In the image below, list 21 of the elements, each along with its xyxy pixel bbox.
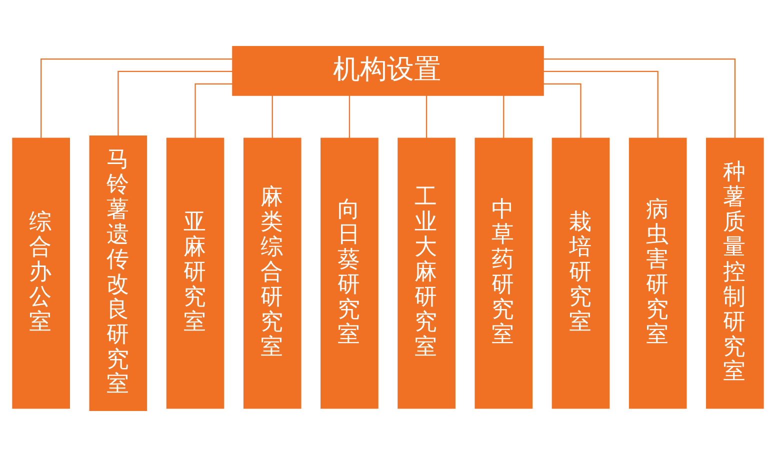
connector: [348, 94, 350, 138]
node-box: 向日葵研究室: [320, 137, 378, 408]
connector: [426, 94, 428, 138]
connector: [40, 58, 232, 138]
connector: [503, 94, 504, 138]
node-box: 马铃薯遗传改良研究室: [89, 135, 148, 411]
node-box: 栽培研究室: [552, 137, 610, 408]
node-box: 综合办公室: [12, 137, 70, 408]
node-box: 工业大麻研究室: [398, 137, 456, 408]
node-box: 种薯质量控制研究室: [706, 137, 764, 408]
connector: [544, 58, 736, 138]
node-box: 麻类综合研究室: [243, 137, 302, 408]
node-box: 中草药研究室: [474, 137, 533, 408]
node-box: 病虫害研究室: [628, 137, 687, 408]
connector: [118, 70, 233, 136]
connector: [543, 70, 658, 138]
connector: [194, 82, 232, 138]
connector: [272, 94, 273, 138]
node-box: 机构设置: [232, 45, 544, 96]
connector: [544, 82, 582, 138]
node-box: 亚麻研究室: [166, 137, 224, 408]
